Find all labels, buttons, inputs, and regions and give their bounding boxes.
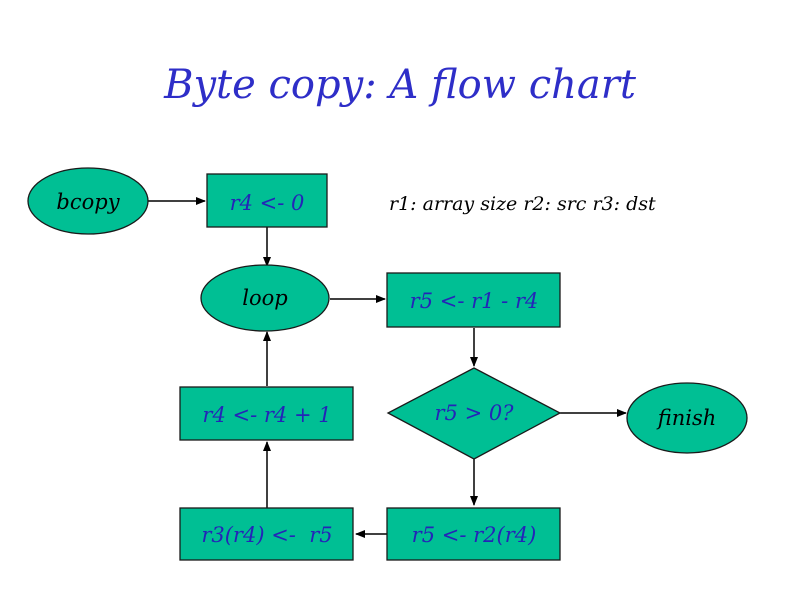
register-note: r1: array size r2: src r3: dst <box>389 193 656 215</box>
node-inc-label: r4 <- r4 + 1 <box>202 403 331 427</box>
node-inc-shape <box>179 386 354 441</box>
node-inc: r4 <- r4 + 1 <box>179 386 354 441</box>
flow-arrows <box>147 197 627 538</box>
node-bcopy-label: bcopy <box>56 190 120 214</box>
node-bcopy: bcopy <box>27 167 149 235</box>
node-finish-shape <box>626 382 748 454</box>
node-init-label: r4 <- 0 <box>230 191 305 215</box>
node-store: r3(r4) <- r5 <box>179 507 354 561</box>
node-sub: r5 <- r1 - r4 <box>386 272 561 328</box>
node-store-label: r3(r4) <- r5 <box>201 523 332 547</box>
node-finish-label: finish <box>656 406 717 430</box>
node-loop-shape <box>200 264 330 332</box>
node-cond: r5 > 0? <box>386 367 562 460</box>
slide-title: Byte copy: A flow chart <box>164 62 636 108</box>
node-load-shape <box>386 507 561 561</box>
node-cond-label: r5 > 0? <box>435 401 515 425</box>
node-loop: loop <box>200 264 330 332</box>
node-load: r5 <- r2(r4) <box>386 507 561 561</box>
node-sub-label: r5 <- r1 - r4 <box>410 289 539 313</box>
node-init-shape <box>206 173 328 228</box>
node-load-label: r5 <- r2(r4) <box>412 523 537 547</box>
node-loop-label: loop <box>242 286 287 310</box>
node-sub-shape <box>386 272 561 328</box>
node-finish: finish <box>626 382 748 454</box>
node-bcopy-shape <box>27 167 149 235</box>
node-cond-shape <box>386 367 562 460</box>
node-store-shape <box>179 507 354 561</box>
node-init: r4 <- 0 <box>206 173 328 228</box>
